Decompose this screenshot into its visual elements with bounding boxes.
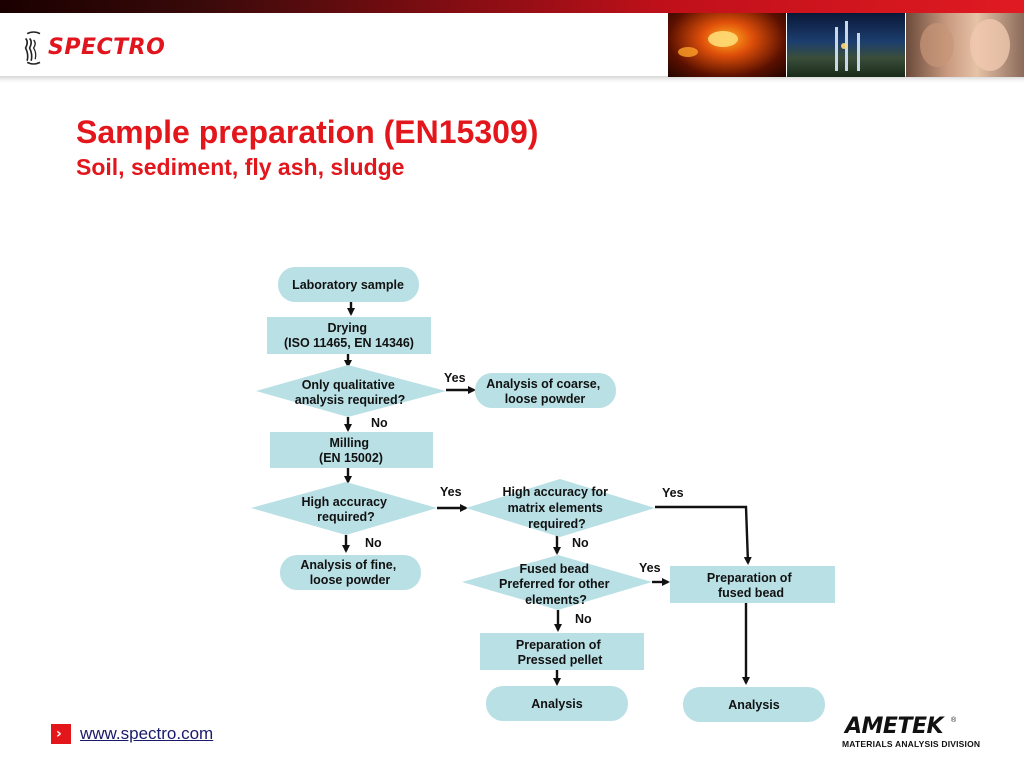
- node-analysis-2: [683, 687, 825, 722]
- node-matrix: [466, 479, 655, 537]
- node-matrix-label: High accuracy for matrix elements requir…: [502, 485, 611, 531]
- header-top-bar: [0, 0, 1024, 13]
- node-high-accuracy-label: High accuracy required?: [302, 495, 391, 524]
- node-analysis-1: [486, 686, 628, 721]
- registered-mark: ®: [951, 717, 957, 724]
- node-qualitative: [256, 365, 446, 417]
- node-lab-sample-label: Laboratory sample: [292, 278, 404, 292]
- node-milling: [270, 432, 433, 468]
- footer-arrow-icon[interactable]: ›: [51, 724, 71, 744]
- spectro-logo-icon: [24, 31, 41, 65]
- node-drying-label: Drying (ISO 11465, EN 14346): [284, 321, 414, 350]
- edge-label-fused-yes: Yes: [639, 561, 661, 575]
- node-coarse-label: Analysis of coarse, loose powder: [486, 377, 603, 406]
- node-coarse: [475, 373, 616, 408]
- page-subtitle: Soil, sediment, fly ash, sludge: [76, 154, 405, 180]
- header-photo-people: [906, 13, 1024, 77]
- node-prep-pellet: [480, 633, 644, 670]
- node-fused-preferred: [462, 555, 652, 610]
- node-prep-fused-label: Preparation of fused bead: [707, 571, 795, 600]
- website-link[interactable]: www.spectro.com: [80, 724, 214, 743]
- edge-label-accuracy-yes: Yes: [440, 485, 462, 499]
- node-analysis-1-label: Analysis: [531, 697, 582, 711]
- node-drying: [267, 317, 431, 354]
- division-name: MATERIALS ANALYSIS DIVISION: [842, 739, 981, 749]
- header-photo-furnace: [668, 13, 786, 77]
- node-fused-preferred-label: Fused bead Preferred for other elements?: [499, 562, 613, 607]
- edge-label-qualitative-no: No: [371, 416, 388, 430]
- edge-label-matrix-yes: Yes: [662, 486, 684, 500]
- node-prep-pellet-label: Preparation of Pressed pellet: [516, 638, 604, 667]
- header-shadow: [0, 76, 1024, 83]
- edge-label-accuracy-no: No: [365, 536, 382, 550]
- edge-matrix-yes: [655, 505, 752, 565]
- node-qualitative-label: Only qualitative analysis required?: [295, 378, 405, 407]
- node-prep-fused: [670, 566, 835, 603]
- brand-name: SPECTRO: [48, 35, 166, 60]
- ametek-logo: AMETEK: [845, 714, 944, 739]
- node-milling-label: Milling (EN 15002): [319, 436, 383, 465]
- node-fine: [280, 555, 421, 590]
- header-photo-refinery: [787, 13, 905, 77]
- node-lab-sample: [278, 267, 419, 302]
- edge-label-qualitative-yes: Yes: [444, 371, 466, 385]
- edge-label-matrix-no: No: [572, 536, 589, 550]
- page-title: Sample preparation (EN15309): [76, 114, 539, 150]
- edge-label-fused-no: No: [575, 612, 592, 626]
- node-fine-label: Analysis of fine, loose powder: [300, 558, 399, 587]
- node-high-accuracy: [251, 482, 437, 535]
- node-analysis-2-label: Analysis: [728, 698, 779, 712]
